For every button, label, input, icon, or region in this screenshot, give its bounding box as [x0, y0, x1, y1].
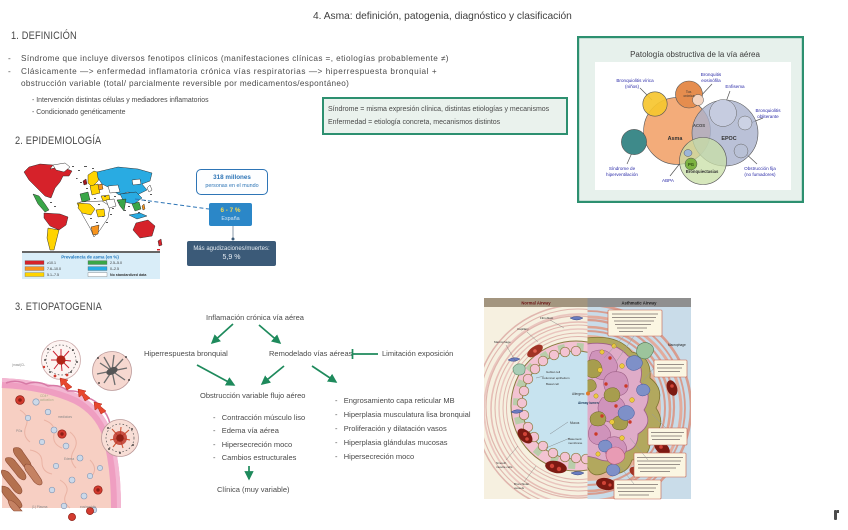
svg-text:muscle cells: muscle cells [496, 465, 513, 469]
svg-text:Mucus: Mucus [570, 421, 580, 425]
svg-text:membrane: membrane [568, 441, 583, 445]
svg-text:Smooth: Smooth [496, 461, 507, 465]
svg-text:Macrophage: Macrophage [494, 340, 511, 344]
svg-text:7.6–10.0: 7.6–10.0 [47, 267, 61, 271]
svg-text:Basal cell: Basal cell [546, 382, 559, 386]
svg-text:(no fumadores): (no fumadores) [744, 172, 776, 177]
svg-text:Edema: Edema [64, 457, 74, 461]
svg-text:Obstrucción fija: Obstrucción fija [744, 166, 776, 171]
svg-text:Basement: Basement [568, 437, 582, 441]
svg-text:0–2.5: 0–2.5 [110, 267, 119, 271]
svg-text:Enfisema: Enfisema [725, 84, 745, 89]
svg-text:Columnar epithelium: Columnar epithelium [542, 376, 570, 380]
svg-text:(1) Plasma: (1) Plasma [32, 505, 48, 509]
svg-text:Bronquiolitis: Bronquiolitis [755, 108, 781, 113]
svg-text:Bronchiolar: Bronchiolar [514, 482, 529, 486]
svg-text:ABPA: ABPA [662, 178, 675, 183]
svg-text:eosinófila: eosinófila [701, 78, 721, 83]
svg-text:Prevalencia de asma (en %): Prevalencia de asma (en %) [61, 255, 119, 260]
svg-text:Tox.: Tox. [686, 90, 692, 94]
svg-text:PGs: PGs [16, 429, 23, 433]
svg-text:(mast)CL: (mast)CL [12, 363, 25, 367]
svg-text:(niños): (niños) [625, 84, 640, 89]
svg-text:Síndrome de: Síndrome de [609, 166, 636, 171]
svg-text:eosinophils: eosinophils [80, 505, 96, 509]
svg-text:Bronquitis: Bronquitis [701, 72, 722, 77]
svg-text:2.5–5.0: 2.5–5.0 [110, 261, 122, 265]
svg-text:No standardized data: No standardized data [110, 273, 147, 277]
svg-text:obliterante: obliterante [757, 114, 779, 119]
svg-text:Normal Airway: Normal Airway [521, 301, 551, 306]
svg-text:Allergen: Allergen [572, 392, 584, 396]
svg-text:crónica: crónica [684, 94, 695, 98]
svg-text:Bronquiectasias: Bronquiectasias [686, 169, 719, 174]
svg-text:EPOC: EPOC [721, 136, 736, 142]
svg-text:Airway lumen: Airway lumen [578, 401, 599, 405]
svg-text:5.1–7.5: 5.1–7.5 [47, 273, 59, 277]
svg-text:activation: activation [40, 398, 54, 402]
svg-text:hiperventilación: hiperventilación [606, 172, 638, 177]
svg-text:≥10.1: ≥10.1 [47, 261, 56, 265]
svg-text:vessels: vessels [514, 486, 525, 490]
svg-text:Asma: Asma [668, 136, 684, 142]
svg-text:PG: PG [688, 162, 694, 167]
svg-text:Goblet cell: Goblet cell [546, 370, 561, 374]
svg-text:Fibroblast: Fibroblast [540, 316, 553, 320]
svg-text:Patología obstructiva de la ví: Patología obstructiva de la vía aérea [630, 50, 760, 59]
svg-text:ACOS: ACOS [693, 123, 705, 128]
svg-text:Bronquiolitis vírica: Bronquiolitis vírica [616, 78, 654, 83]
svg-text:mediators: mediators [58, 415, 72, 419]
svg-text:Capillary: Capillary [517, 327, 529, 331]
svg-text:Macrophage: Macrophage [668, 343, 686, 347]
svg-text:Asthmatic Airway: Asthmatic Airway [622, 301, 658, 306]
svg-text:CD4+: CD4+ [40, 394, 48, 398]
